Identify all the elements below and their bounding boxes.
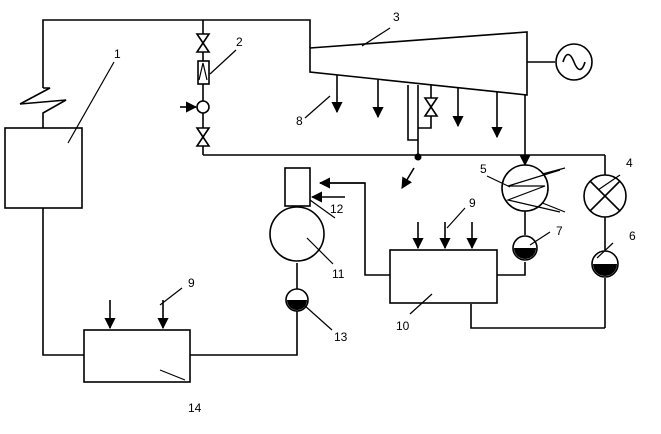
filter-icon (197, 60, 210, 85)
valve-icon (195, 33, 211, 53)
label-1: 1 (114, 47, 121, 61)
label-9-right: 9 (469, 196, 476, 210)
pump-icon (591, 250, 619, 278)
label-9-left: 9 (188, 276, 195, 290)
component-14-box (83, 329, 191, 383)
label-13: 13 (334, 330, 348, 344)
number-labels: 1 2 3 4 5 6 7 8 9 9 10 11 12 13 14 (114, 10, 636, 415)
label-10: 10 (396, 319, 410, 333)
lamp-icon (583, 174, 627, 218)
label-12: 12 (330, 202, 344, 216)
pump-icon (512, 235, 538, 261)
label-3: 3 (393, 10, 400, 24)
label-14: 14 (188, 401, 202, 415)
label-7: 7 (556, 224, 563, 238)
label-11: 11 (332, 267, 345, 281)
label-5: 5 (480, 162, 487, 176)
label-6: 6 (629, 229, 636, 243)
valve-icon (195, 127, 211, 147)
valve-icon (423, 97, 439, 117)
leader-lines (67, 27, 621, 381)
label-2: 2 (236, 35, 243, 49)
heat-exchanger-icon (501, 164, 561, 213)
label-8: 8 (296, 114, 303, 128)
pump-icon (285, 288, 309, 312)
pipe-network (19, 19, 606, 356)
generator-icon (555, 43, 593, 81)
valve-column (180, 33, 211, 147)
component-10-box (389, 249, 498, 304)
component-11 (269, 167, 325, 262)
label-4: 4 (626, 156, 633, 170)
turbine (309, 31, 528, 139)
component-1-box (4, 127, 83, 209)
